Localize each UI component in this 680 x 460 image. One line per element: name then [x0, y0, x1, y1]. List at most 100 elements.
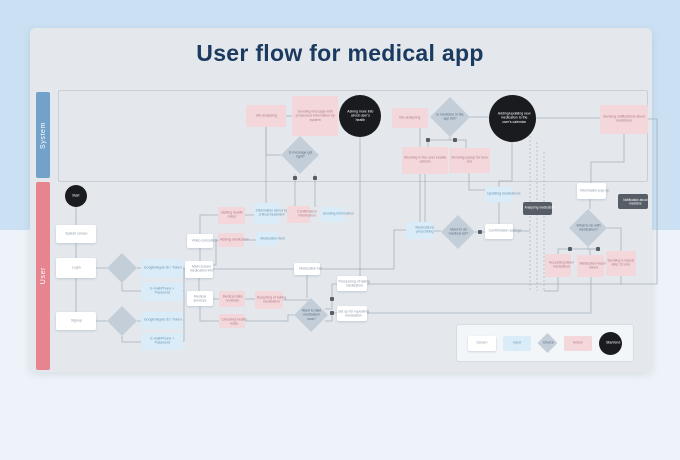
legend-item-choice: Choice [537, 333, 557, 353]
flow-node-label: Asking more info about user's health [346, 109, 374, 122]
connector-line [213, 239, 218, 266]
flow-node-label: Updating medications [486, 192, 521, 196]
lane-label-user: User [36, 182, 50, 370]
legend-item-screen: Screen [467, 335, 496, 351]
flow-node-label: Medication wasn't taken [580, 261, 608, 270]
flow-node-label: Set up for repeating medication [338, 310, 370, 318]
flow-node-u9: Google/Apple ID / Token [141, 312, 183, 329]
connector-line [590, 134, 625, 183]
connector-line [498, 142, 513, 187]
flow-node-label: Sending a repeat after 10 min [607, 259, 635, 267]
flow-node-u23: Accepting of taking medication [255, 291, 287, 309]
branch-marker [312, 175, 318, 181]
flow-node-u33: Accepting taken medication [545, 254, 574, 277]
branch-marker [329, 296, 335, 302]
flow-node-label: Medications prescribing [415, 226, 435, 234]
flow-node-label: Start [72, 193, 80, 198]
flow-node-label: What to do with medication? [575, 223, 601, 232]
connector-line [468, 173, 485, 191]
flow-node-u28: Need to do medical set? [441, 215, 475, 249]
flow-node-label: Medication list [299, 266, 323, 271]
flow-node-u2: Splash screen [56, 225, 96, 243]
flow-node-u26: Set up for repeating medication [337, 306, 369, 321]
flow-node-u14: Setting health notes [218, 207, 245, 224]
connector-line [121, 283, 141, 292]
legend-item-label: Input [512, 340, 521, 345]
flow-node-u16: Medical data reminder [219, 291, 245, 307]
flow-node-s7: Adding/updating new medication to the us… [489, 95, 536, 142]
page-title: User flow for medical app [196, 40, 484, 66]
connector-line [183, 267, 185, 341]
flow-node-label: Google/Apple ID / Token [143, 266, 182, 270]
flow-node-u11: Video consultation [187, 234, 220, 248]
flow-node-label: Sending notifications about medicines [602, 115, 646, 123]
flow-node-label: Setting health notes [220, 211, 243, 219]
legend-item-label: Screen [476, 340, 488, 345]
flow-node-s5: Info analyzing [392, 108, 428, 128]
connector-line [199, 306, 219, 322]
flow-node-label: Sending information [322, 212, 354, 216]
branch-marker [567, 246, 573, 252]
flow-node-label: Medication field [260, 236, 286, 241]
flow-node-label: Accepting taken medication [549, 261, 575, 269]
flow-node-u30: Updating medications [485, 187, 521, 202]
connector-line [544, 277, 559, 292]
flow-node-label: Sending message with processed informati… [295, 109, 335, 122]
flow-node-label: Information pop-up [579, 188, 610, 193]
branch-marker [452, 137, 458, 143]
flow-node-label: Processing of taking medication [338, 280, 371, 288]
flow-node-s1: Info analyzing [246, 105, 286, 127]
flow-node-label: Google/Apple ID / Token [143, 318, 182, 322]
flow-node-u5: Google/Apple ID / Token [141, 259, 183, 278]
branch-marker [477, 229, 483, 235]
flow-node-u15: Adding medication [218, 233, 249, 247]
flow-node-u10: E-mail/Phone + Password [141, 333, 183, 350]
legend-item-action: Action [564, 335, 593, 351]
flow-node-u34: Medication wasn't taken [577, 255, 608, 277]
legend-item-label: Start/end [606, 340, 621, 345]
legend-item-label: Choice [542, 340, 554, 345]
connector-line [648, 118, 658, 284]
connector-line [607, 227, 622, 251]
legend-item-label: Action [573, 340, 584, 345]
flow-node-label: Adding medication [220, 237, 250, 242]
flow-node-s4: Is message got right? [281, 136, 319, 174]
lane-label-system: System [36, 92, 50, 178]
flow-node-label: Signup [70, 318, 82, 323]
flow-node-s8: Showing to the user enable actions [402, 147, 448, 174]
connector-line [265, 127, 281, 156]
connector-line [325, 283, 337, 310]
flow-node-label: Adding/updating new medication to the us… [497, 112, 531, 125]
flow-node-s10: Sending notifications about medicines [600, 105, 648, 134]
flow-node-u21: Sending information [321, 207, 354, 222]
flow-node-u31: Information pop-up [577, 183, 609, 199]
flow-node-u4 [107, 253, 137, 283]
flow-node-n1: Analyzing medication [523, 202, 555, 215]
flow-node-u32: What to do with medication? [569, 209, 607, 247]
flow-node-u19: Medication field [256, 232, 285, 246]
flow-node-label: Is message got right? [288, 150, 312, 159]
flow-node-label: Confirmation information [296, 210, 317, 218]
branch-marker [425, 137, 431, 143]
flow-node-label: Is medicine in the app list? [436, 112, 464, 121]
flow-node-u22: Medication list [294, 263, 322, 275]
system-lane-region [58, 90, 648, 182]
legend-item-input: Input [502, 335, 531, 351]
flow-node-label: Medical services [193, 295, 207, 303]
flow-node-u13: Medical services [187, 291, 213, 306]
branch-marker [329, 310, 335, 316]
flow-node-s9: Showing popup for new one [449, 148, 490, 173]
connector-line [245, 314, 294, 322]
flow-node-label: Login [71, 265, 81, 270]
flow-node-n2: Notification about medicine [618, 194, 648, 209]
flow-node-label: Notification about medicine [623, 198, 648, 206]
flow-node-label: Analyzing medication [525, 206, 555, 210]
flow-node-u25: Processing of taking medication [337, 276, 370, 291]
flow-node-label: Splash screen [64, 231, 88, 236]
flow-node-label: Accepting of taking medication [257, 295, 287, 304]
flow-node-label: Video consultation [191, 238, 220, 243]
flow-node-u24: Want to take medication now? [294, 298, 328, 332]
